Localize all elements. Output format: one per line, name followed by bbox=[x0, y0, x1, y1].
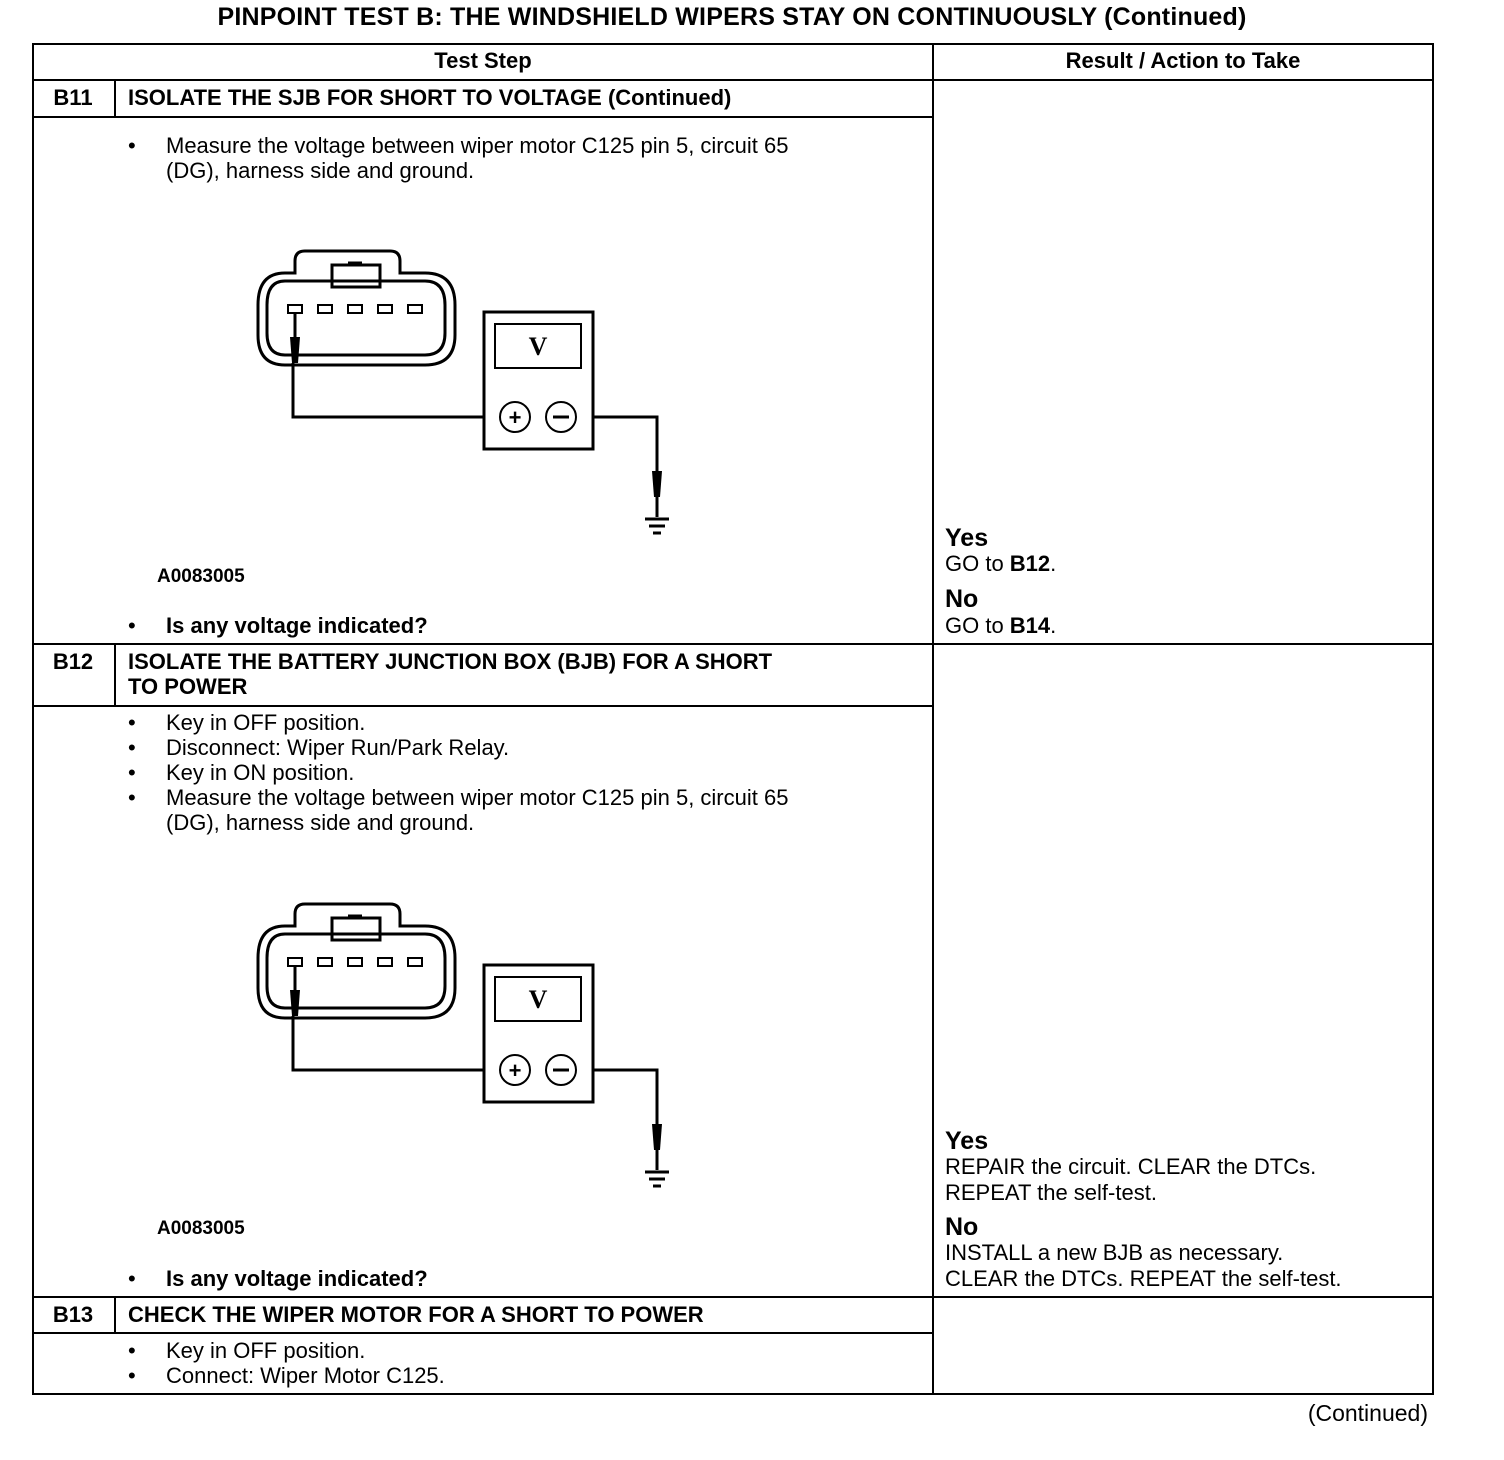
pin bbox=[287, 304, 303, 314]
voltmeter-display bbox=[494, 976, 582, 1022]
lead-negative bbox=[593, 415, 659, 473]
bullet-dot: • bbox=[128, 760, 136, 785]
b12-voltmeter-diagram: V + bbox=[256, 902, 669, 1188]
svg-text:+: + bbox=[509, 1058, 522, 1083]
lead-negative bbox=[593, 1068, 659, 1126]
b11-no-action: GO to B14. bbox=[945, 613, 1056, 638]
voltmeter-label: V bbox=[529, 332, 548, 361]
bullet-dot: • bbox=[128, 785, 136, 810]
step-title-b11: ISOLATE THE SJB FOR SHORT TO VOLTAGE (Co… bbox=[128, 85, 732, 110]
page-title: PINPOINT TEST B: THE WINDSHIELD WIPERS S… bbox=[217, 3, 1247, 31]
pin bbox=[407, 957, 423, 967]
pin bbox=[317, 304, 333, 314]
action-period: . bbox=[1050, 613, 1057, 638]
voltmeter-display bbox=[494, 323, 582, 369]
b11-no-label: No bbox=[945, 585, 979, 613]
step-id-b11: B11 bbox=[53, 85, 93, 110]
svg-text:+: + bbox=[509, 405, 522, 430]
plus-terminal bbox=[499, 1054, 531, 1086]
bullet-dot: • bbox=[128, 1338, 136, 1363]
b12-yes-action-line1: REPAIR the circuit. CLEAR the DTCs. bbox=[945, 1154, 1317, 1179]
bullet-dot: • bbox=[128, 710, 136, 735]
continued-note: (Continued) bbox=[1307, 1400, 1428, 1426]
column-header-result: Result / Action to Take bbox=[1065, 48, 1301, 73]
b11-bullet-measure-line2: (DG), harness side and ground. bbox=[166, 158, 475, 183]
pin bbox=[287, 957, 303, 967]
connector-outline bbox=[256, 249, 457, 367]
step-title-b12: ISOLATE THE BATTERY JUNCTION BOX (BJB) F… bbox=[128, 649, 772, 699]
step-id-b13: B13 bbox=[52, 1302, 94, 1327]
bullet-dot: • bbox=[128, 1266, 136, 1291]
pin bbox=[317, 957, 333, 967]
step-title-line2: TO POWER bbox=[128, 674, 248, 699]
connector-latch bbox=[330, 916, 382, 942]
connector-latch bbox=[330, 263, 382, 289]
b12-bullet-4-line2: (DG), harness side and ground. bbox=[166, 810, 475, 835]
bullet-text: Key in ON position. bbox=[166, 760, 355, 785]
voltmeter-label: V bbox=[529, 985, 548, 1014]
plus-terminal bbox=[499, 401, 531, 433]
step-title-b13: CHECK THE WIPER MOTOR FOR A SHORT TO POW… bbox=[128, 1302, 704, 1327]
step-title-line1: ISOLATE THE BATTERY JUNCTION BOX (BJB) F… bbox=[128, 649, 773, 674]
b12-yes-action-line2: REPEAT the self-test. bbox=[945, 1180, 1157, 1205]
b12-yes-label: Yes bbox=[945, 1127, 989, 1155]
pin bbox=[347, 957, 363, 967]
action-text: GO to bbox=[945, 551, 1010, 576]
step-link-b12[interactable]: B12 bbox=[1009, 551, 1051, 576]
bullet-text: Measure the voltage between wiper motor … bbox=[166, 133, 789, 158]
bullet-dot: • bbox=[128, 613, 136, 638]
b12-figure-id: A0083005 bbox=[157, 1218, 245, 1239]
b11-yes-action: GO to B12. bbox=[945, 551, 1056, 576]
step-id-b12: B12 bbox=[52, 649, 94, 674]
ground-icon bbox=[645, 1148, 669, 1188]
action-text: GO to bbox=[945, 613, 1010, 638]
column-header-test-step: Test Step bbox=[434, 48, 532, 73]
pin bbox=[377, 957, 393, 967]
b12-no-action-line2: CLEAR the DTCs. REPEAT the self-test. bbox=[945, 1266, 1342, 1291]
b11-voltmeter-diagram: V + bbox=[256, 249, 669, 535]
bullet-text: Key in OFF position. bbox=[166, 710, 366, 735]
ground-icon bbox=[645, 495, 669, 535]
lead-positive bbox=[291, 363, 487, 419]
action-period: . bbox=[1050, 551, 1057, 576]
bullet-dot: • bbox=[128, 133, 136, 158]
lead-positive bbox=[291, 1016, 487, 1072]
bullet-dot: • bbox=[128, 1363, 136, 1388]
b11-figure-id: A0083005 bbox=[157, 566, 245, 587]
step-link-b14[interactable]: B14 bbox=[1009, 613, 1051, 638]
bullet-dot: • bbox=[128, 735, 136, 760]
bullet-text: Key in OFF position. bbox=[166, 1338, 366, 1363]
b12-no-label: No bbox=[945, 1213, 979, 1241]
pin bbox=[407, 304, 423, 314]
b11-yes-label: Yes bbox=[945, 524, 989, 552]
pin bbox=[347, 304, 363, 314]
question-text: Is any voltage indicated? bbox=[166, 613, 428, 638]
bullet-text: Measure the voltage between wiper motor … bbox=[166, 785, 789, 810]
pin bbox=[377, 304, 393, 314]
bullet-text: Disconnect: Wiper Run/Park Relay. bbox=[166, 735, 510, 760]
question-text: Is any voltage indicated? bbox=[166, 1266, 428, 1291]
b12-no-action-line1: INSTALL a new BJB as necessary. bbox=[945, 1240, 1284, 1265]
connector-outline bbox=[256, 902, 457, 1020]
bullet-text: Connect: Wiper Motor C125. bbox=[166, 1363, 445, 1388]
